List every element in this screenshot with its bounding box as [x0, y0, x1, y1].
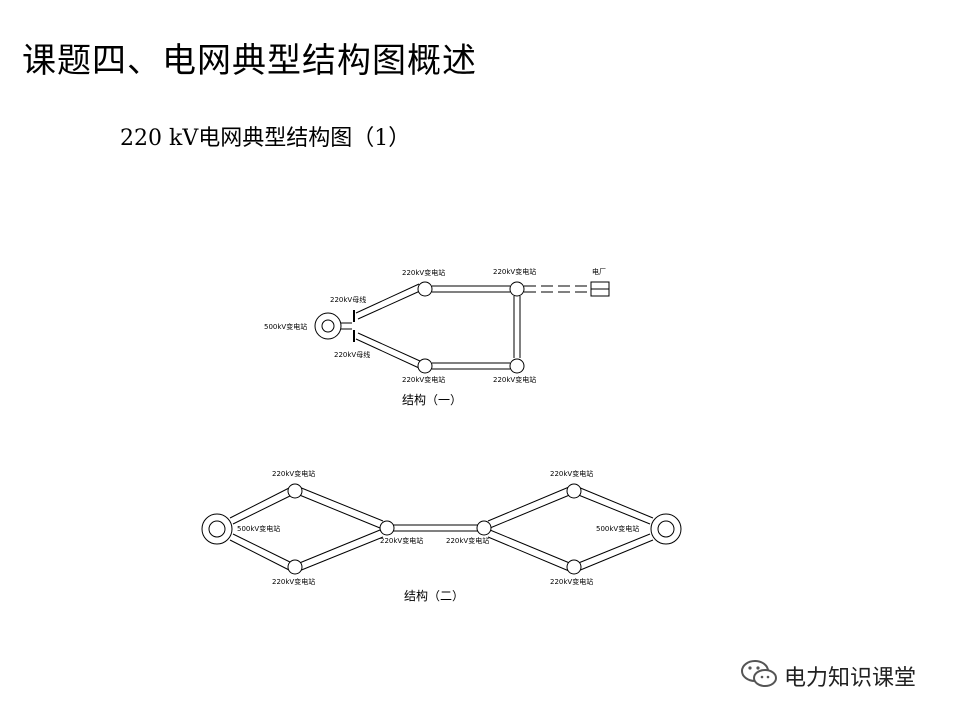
- d2-label-bottom-left: 220kV变电站: [272, 577, 315, 586]
- d1-label-sub-bottom-left: 220kV变电站: [402, 375, 445, 384]
- d1-label-bus-top: 220kV母线: [330, 295, 366, 304]
- d2-label-mid-left: 220kV变电站: [380, 536, 423, 545]
- d1-sub-top-left: [417, 281, 433, 297]
- d1-sub-top-right: [509, 281, 525, 297]
- diagram-subtitle: 220 kV电网典型结构图（1）: [120, 126, 411, 151]
- d1-sub-bottom-left: [417, 358, 433, 374]
- d1-label-500kv: 500kV变电站: [264, 322, 307, 331]
- watermark-text: 电力知识课堂: [784, 666, 917, 691]
- d2-label-bottom-right: 220kV变电站: [550, 577, 593, 586]
- d2-label-mid-right: 220kV变电站: [446, 536, 489, 545]
- structure-2-diagram: [201, 483, 682, 575]
- d1-label-bus-bottom: 220kV母线: [334, 350, 370, 359]
- d1-label-sub-top-left: 220kV变电站: [402, 268, 445, 277]
- d2-label-top-left: 220kV变电站: [272, 469, 315, 478]
- d1-label-plant: 电厂: [592, 267, 606, 276]
- d1-sub-bottom-right: [509, 358, 525, 374]
- d2-label-top-right: 220kV变电站: [550, 469, 593, 478]
- d1-caption: 结构（一）: [402, 392, 462, 407]
- d2-label-500kv-left: 500kV变电站: [237, 524, 280, 533]
- d2-sub-mid-left: [379, 520, 395, 536]
- wechat-icon: [740, 658, 778, 694]
- d1-label-sub-bottom-right: 220kV变电站: [493, 375, 536, 384]
- d2-sub-bottom-right: [566, 559, 582, 575]
- d1-label-sub-top-right: 220kV变电站: [493, 267, 536, 276]
- d2-sub-top-left: [287, 483, 303, 499]
- watermark: 电力知识课堂: [740, 658, 916, 694]
- d2-caption: 结构（二）: [404, 588, 464, 603]
- d2-sub-bottom-left: [287, 559, 303, 575]
- d2-sub-mid-right: [476, 520, 492, 536]
- d2-label-500kv-right: 500kV变电站: [596, 524, 639, 533]
- structure-1-diagram: [314, 281, 610, 374]
- page-title: 课题四、电网典型结构图概述: [22, 41, 477, 81]
- d2-sub-top-right: [566, 483, 582, 499]
